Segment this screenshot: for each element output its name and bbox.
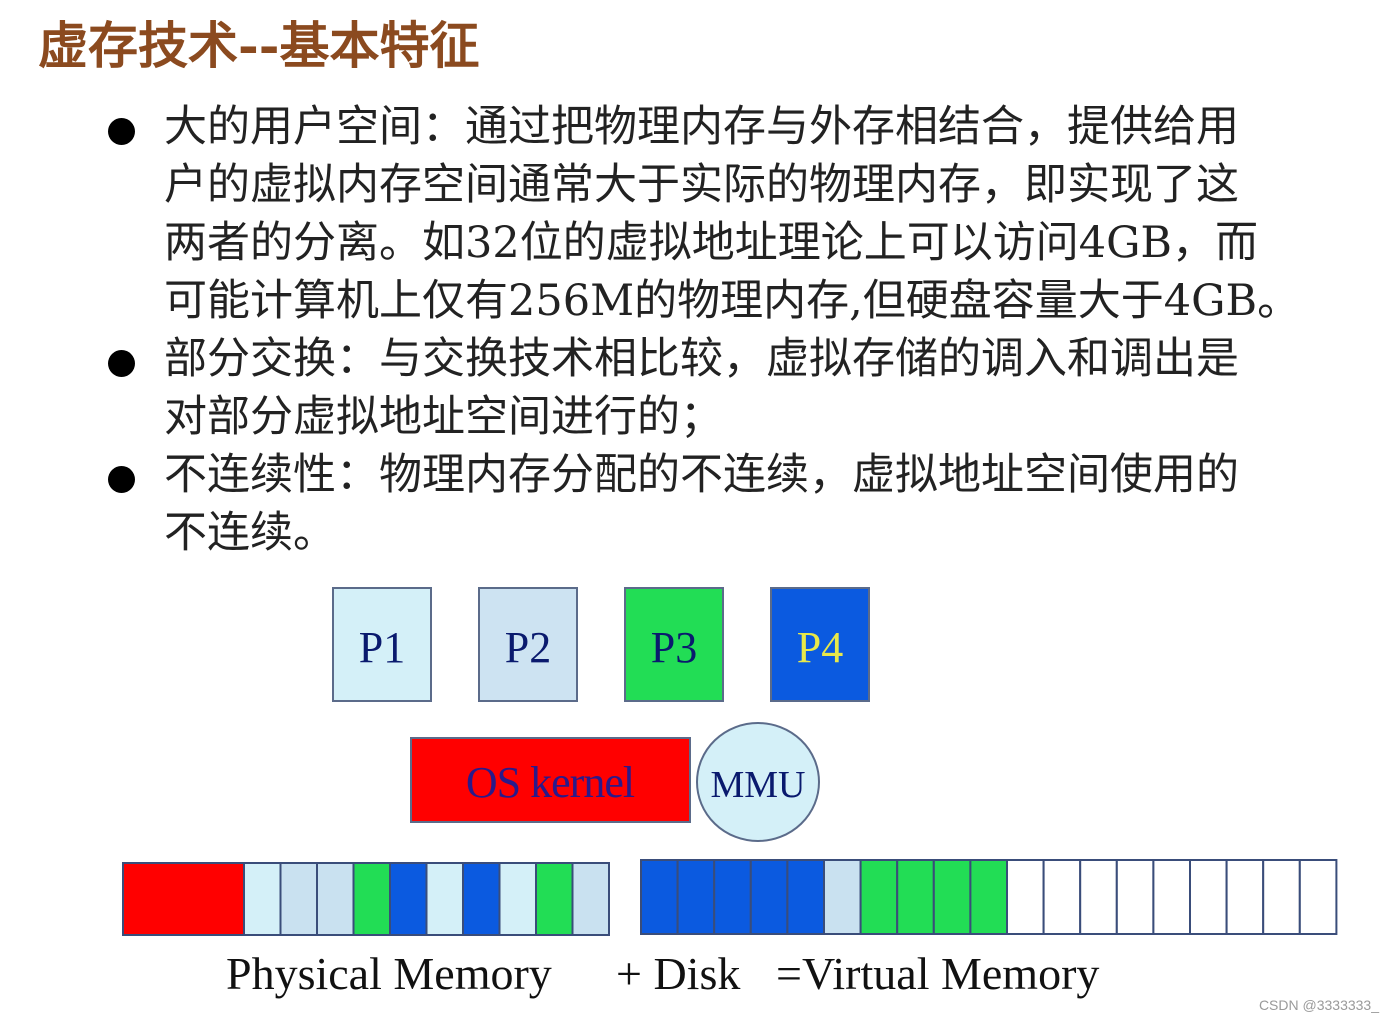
memory-cell-p4 xyxy=(462,862,501,936)
bullet-list: 大的用户空间：通过把物理内存与外存相结合，提供给用 户的虚拟内存空间通常大于实际… xyxy=(100,98,1385,562)
memory-cell-p1 xyxy=(498,862,537,936)
watermark: CSDN @3333333_ xyxy=(1258,997,1379,1013)
memory-cell-p2 xyxy=(279,862,318,936)
memory-cell-kernel xyxy=(122,862,245,936)
memory-cell-empty xyxy=(1189,859,1228,935)
process-p1: P1 xyxy=(332,587,432,702)
bullet-line: 户的虚拟内存空间通常大于实际的物理内存，即实现了这 xyxy=(164,160,1239,210)
memory-cell-p1 xyxy=(243,862,282,936)
caption-virtual-memory: =Virtual Memory xyxy=(776,948,1100,999)
memory-cell-empty xyxy=(1225,859,1265,935)
bullet-item: 大的用户空间：通过把物理内存与外存相结合，提供给用 户的虚拟内存空间通常大于实际… xyxy=(100,98,1385,330)
bullet-line: 对部分虚拟地址空间进行的； xyxy=(164,392,723,442)
process-p1-label: P1 xyxy=(359,623,405,672)
memory-cell-p3 xyxy=(896,859,935,935)
bullet-dot-icon xyxy=(108,466,135,493)
physical-memory-strip xyxy=(122,862,610,936)
bullet-line: 不连续。 xyxy=(164,508,336,558)
bullet-dot-icon xyxy=(108,118,135,145)
caption-plus-disk: + Disk xyxy=(616,948,741,999)
memory-cell-empty xyxy=(1298,859,1338,935)
memory-cell-empty xyxy=(1115,859,1155,935)
caption-physical-memory: Physical Memory xyxy=(226,948,552,999)
process-p3-label: P3 xyxy=(651,623,697,672)
disk-strip xyxy=(640,859,1338,935)
memory-cell-p4 xyxy=(713,859,752,935)
bullet-item: 部分交换：与交换技术相比较，虚拟存储的调入和调出是 对部分虚拟地址空间进行的； xyxy=(100,330,1385,446)
process-p2-label: P2 xyxy=(505,623,551,672)
memory-cell-p3 xyxy=(932,859,972,935)
memory-cell-p3 xyxy=(535,862,574,936)
memory-cell-p4 xyxy=(786,859,826,935)
bullet-item: 不连续性：物理内存分配的不连续，虚拟地址空间使用的 不连续。 xyxy=(100,446,1385,562)
process-p2: P2 xyxy=(478,587,578,702)
mmu-label: MMU xyxy=(710,764,805,806)
memory-cell-p2 xyxy=(823,859,862,935)
memory-cell-p1 xyxy=(425,862,464,936)
os-kernel-box: OS kernel xyxy=(410,737,691,823)
memory-cell-p4 xyxy=(640,859,679,935)
memory-cell-empty xyxy=(1042,859,1082,935)
process-p3: P3 xyxy=(624,587,724,702)
bullet-line: 可能计算机上仅有256M的物理内存,但硬盘容量大于4GB。 xyxy=(164,276,1301,326)
bullet-line: 部分交换：与交换技术相比较，虚拟存储的调入和调出是 xyxy=(164,334,1239,384)
memory-cell-p3 xyxy=(859,859,899,935)
mmu-circle: MMU xyxy=(696,722,820,842)
memory-cell-empty xyxy=(1079,859,1118,935)
memory-cell-p3 xyxy=(969,859,1009,935)
bullet-line: 大的用户空间：通过把物理内存与外存相结合，提供给用 xyxy=(164,102,1239,152)
bullet-line: 两者的分离。如32位的虚拟地址理论上可以访问4GB，而 xyxy=(164,218,1259,268)
memory-cell-p3 xyxy=(352,862,391,936)
process-p4-label: P4 xyxy=(797,623,843,672)
process-p4: P4 xyxy=(770,587,870,702)
memory-cell-empty xyxy=(1262,859,1301,935)
slide-title: 虚存技术--基本特征 xyxy=(38,16,480,75)
memory-cell-p4 xyxy=(676,859,716,935)
memory-cell-empty xyxy=(1006,859,1045,935)
memory-cell-p4 xyxy=(749,859,789,935)
memory-cell-empty xyxy=(1152,859,1192,935)
bullet-line: 不连续性：物理内存分配的不连续，虚拟地址空间使用的 xyxy=(164,450,1239,500)
os-kernel-label: OS kernel xyxy=(466,758,635,807)
memory-cell-p2 xyxy=(571,862,610,936)
memory-cell-p2 xyxy=(316,862,355,936)
bullet-dot-icon xyxy=(108,350,135,377)
memory-cell-p4 xyxy=(389,862,428,936)
